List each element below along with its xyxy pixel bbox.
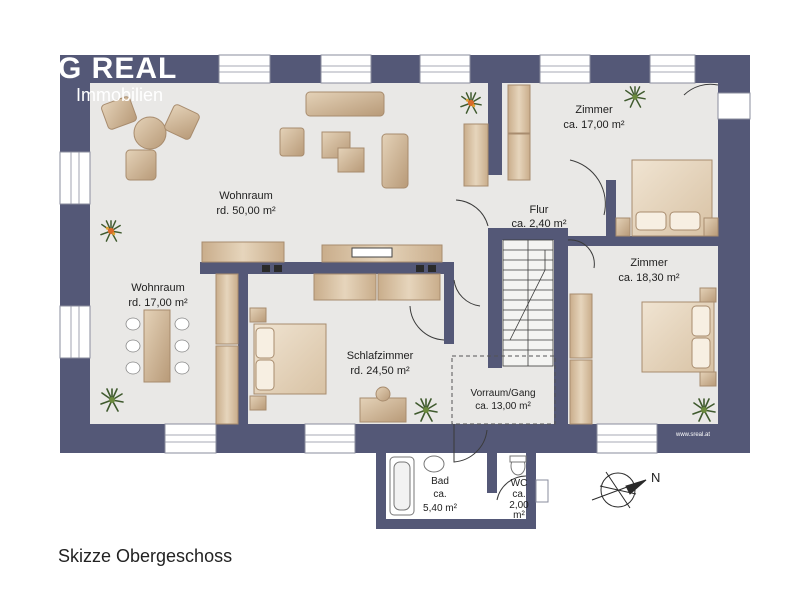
plan-caption: Skizze Obergeschoss bbox=[58, 546, 233, 566]
compass-north-letter: N bbox=[651, 470, 661, 485]
label-vorraum: Vorraum/Gang bbox=[470, 388, 535, 399]
area-wc-unit: m² bbox=[513, 510, 525, 521]
area-wohnraum-main: rd. 50,00 m² bbox=[216, 205, 276, 217]
desk-chair bbox=[375, 386, 391, 402]
speakers bbox=[262, 265, 436, 272]
living-furniture bbox=[101, 91, 409, 189]
label-wc-ca: ca. bbox=[512, 489, 525, 500]
logo-brand-text: G REAL bbox=[58, 52, 178, 85]
desk bbox=[359, 397, 407, 423]
vorraum-outline bbox=[451, 355, 556, 425]
cabinets bbox=[201, 84, 593, 425]
tv bbox=[351, 247, 393, 258]
label-zimmer-top: Zimmer bbox=[575, 104, 613, 116]
bath-fixtures bbox=[389, 455, 527, 516]
room-labels: Wohnraum rd. 50,00 m² Zimmer ca. 17,00 m… bbox=[128, 104, 680, 521]
windows bbox=[59, 54, 751, 503]
label-zimmer-right: Zimmer bbox=[630, 257, 668, 269]
area-vorraum: ca. 13,00 m² bbox=[475, 401, 531, 412]
label-wohnraum-left: Wohnraum bbox=[131, 282, 185, 294]
area-bad: 5,40 m² bbox=[423, 503, 458, 514]
label-wohnraum-main: Wohnraum bbox=[219, 190, 273, 202]
label-flur: Flur bbox=[530, 204, 549, 216]
area-zimmer-right: ca. 18,30 m² bbox=[618, 272, 679, 284]
beds bbox=[249, 159, 719, 411]
staircase bbox=[502, 239, 554, 367]
compass-rose bbox=[591, 471, 647, 509]
label-wc: WC bbox=[511, 478, 528, 489]
area-wc-value: 2,00 bbox=[509, 500, 529, 511]
label-bad-ca: ca. bbox=[433, 489, 446, 500]
area-zimmer-top: ca. 17,00 m² bbox=[563, 119, 624, 131]
area-schlafzimmer: rd. 24,50 m² bbox=[350, 365, 410, 377]
doors bbox=[409, 83, 719, 501]
area-flur: ca. 2,40 m² bbox=[511, 218, 566, 230]
logo-sub-text: Immobilien bbox=[76, 85, 164, 105]
brand-logo: G REAL Immobilien bbox=[58, 52, 178, 105]
dining bbox=[125, 309, 190, 383]
area-wohnraum-left: rd. 17,00 m² bbox=[128, 297, 188, 309]
watermark-url: www.sreal.at bbox=[676, 432, 711, 438]
label-bad: Bad bbox=[431, 476, 449, 487]
interior-walls bbox=[60, 55, 718, 493]
label-schlafzimmer: Schlafzimmer bbox=[347, 350, 414, 362]
